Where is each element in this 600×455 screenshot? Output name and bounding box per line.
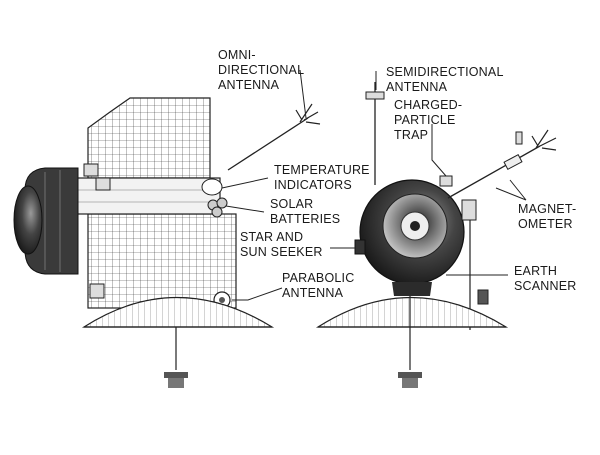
svg-text:TEMPERATURE: TEMPERATURE: [274, 163, 370, 177]
label-line: DIRECTIONAL: [218, 63, 304, 77]
svg-text:BATTERIES: BATTERIES: [270, 212, 340, 226]
svg-text:ANTENNA: ANTENNA: [282, 286, 344, 300]
label-line: SUN SEEKER: [240, 245, 323, 259]
svg-text:SUN SEEKER: SUN SEEKER: [240, 245, 323, 259]
right-spacecraft: [315, 82, 557, 388]
label-magnetometer: MAGNET- OMETER: [518, 202, 576, 231]
label-temperature-indicators: TEMPERATURE INDICATORS: [274, 163, 370, 192]
svg-text:MAGNET-: MAGNET-: [518, 202, 576, 216]
label-line: TEMPERATURE: [274, 163, 370, 177]
label-semidirectional-antenna: SEMIDIRECTIONAL ANTENNA: [386, 65, 504, 94]
label-solar-batteries: SOLAR BATTERIES: [270, 197, 340, 226]
label-omni-antenna: OMNI- DIRECTIONAL ANTENNA: [218, 48, 304, 92]
svg-text:INDICATORS: INDICATORS: [274, 178, 352, 192]
label-line: BATTERIES: [270, 212, 340, 226]
svg-text:CHARGED-: CHARGED-: [394, 98, 462, 112]
svg-text:PARTICLE: PARTICLE: [394, 113, 456, 127]
svg-text:EARTH: EARTH: [514, 264, 557, 278]
label-line: SOLAR: [270, 197, 313, 211]
label-line: MAGNET-: [518, 202, 576, 216]
upper-solar-panel: [87, 97, 211, 179]
solar-battery-cluster: [207, 197, 228, 218]
label-line: TRAP: [394, 128, 428, 142]
label-line: SEMIDIRECTIONAL: [386, 65, 504, 79]
magnetometer-tips: [531, 129, 557, 151]
lower-solar-panel: [87, 213, 237, 309]
label-parabolic-antenna: PARABOLIC ANTENNA: [282, 271, 354, 300]
label-line: EARTH: [514, 264, 557, 278]
label-charged-particle-trap: CHARGED- PARTICLE TRAP: [394, 98, 462, 142]
label-line: ANTENNA: [218, 78, 280, 92]
svg-text:PARABOLIC: PARABOLIC: [282, 271, 354, 285]
semi-antenna-head: [365, 91, 385, 100]
svg-text:SOLAR: SOLAR: [270, 197, 313, 211]
svg-text:SCANNER: SCANNER: [514, 279, 577, 293]
label-star-and-sun-seeker: STAR AND SUN SEEKER: [240, 230, 323, 259]
left-spacecraft: [13, 97, 321, 388]
left-parabolic-dish: [81, 297, 275, 328]
label-earth-scanner: EARTH SCANNER: [514, 264, 577, 293]
label-line: ANTENNA: [386, 80, 448, 94]
main-body: [69, 177, 221, 215]
label-line: PARTICLE: [394, 113, 456, 127]
label-line: OMETER: [518, 217, 573, 231]
svg-text:DIRECTIONAL: DIRECTIONAL: [218, 63, 304, 77]
right-parabolic-dish: [315, 297, 509, 328]
label-line: PARABOLIC: [282, 271, 354, 285]
label-line: INDICATORS: [274, 178, 352, 192]
label-line: CHARGED-: [394, 98, 462, 112]
svg-text:OMETER: OMETER: [518, 217, 573, 231]
nose-module: [24, 167, 79, 275]
svg-text:ANTENNA: ANTENNA: [386, 80, 448, 94]
svg-text:ANTENNA: ANTENNA: [218, 78, 280, 92]
leader-lines: [221, 69, 527, 301]
svg-text:STAR AND: STAR AND: [240, 230, 303, 244]
label-line: SCANNER: [514, 279, 577, 293]
svg-text:OMNI-: OMNI-: [218, 48, 256, 62]
omni-antenna-tips: [295, 103, 321, 125]
label-line: OMNI-: [218, 48, 256, 62]
label-line: STAR AND: [240, 230, 303, 244]
label-line: ANTENNA: [282, 286, 344, 300]
svg-text:SEMIDIRECTIONAL: SEMIDIRECTIONAL: [386, 65, 504, 79]
svg-text:TRAP: TRAP: [394, 128, 428, 142]
